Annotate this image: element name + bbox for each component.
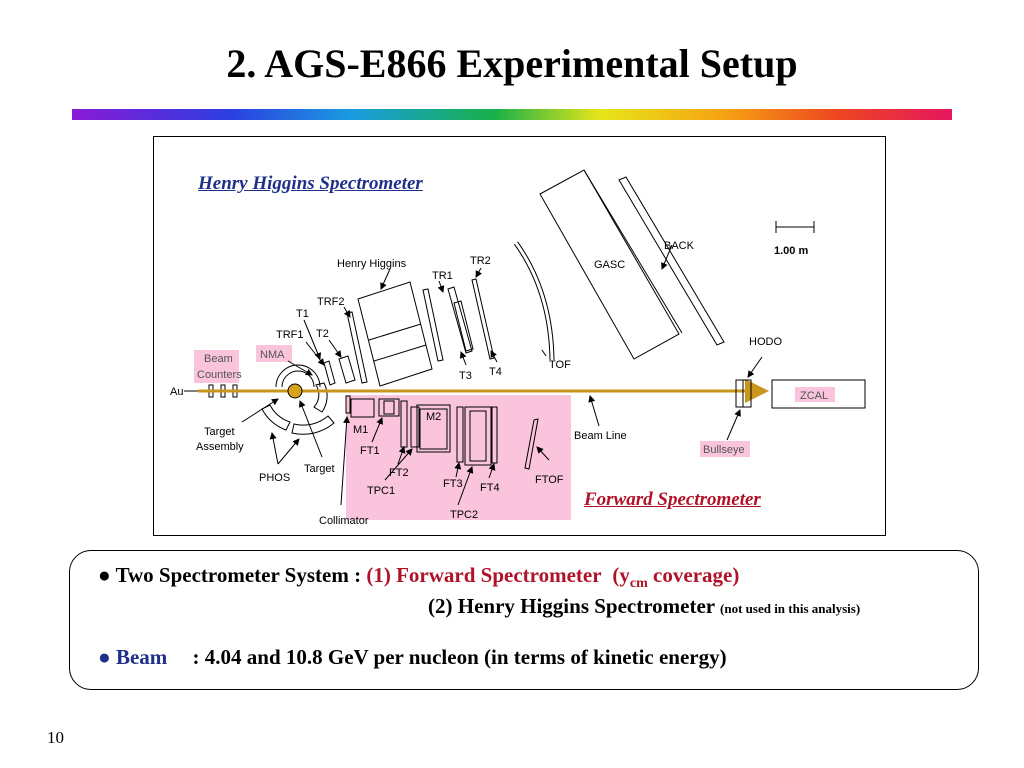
trf1-label: TRF1 xyxy=(276,329,304,341)
t3-label: T3 xyxy=(459,370,472,382)
info-line-spectrometers: ● Two Spectrometer System : (1) Forward … xyxy=(98,563,740,591)
ft1-label: FT1 xyxy=(360,445,380,457)
back-detector xyxy=(618,176,725,346)
tr2-plane xyxy=(471,278,495,360)
hodo-label: HODO xyxy=(749,336,782,348)
ft1-chamber xyxy=(378,398,400,417)
ft4-chamber xyxy=(491,406,498,464)
m2-label: M2 xyxy=(426,411,441,423)
tr2-label: TR2 xyxy=(470,255,491,267)
ycm-subscript: cm xyxy=(629,576,648,591)
beam-label: Beam xyxy=(115,645,168,669)
page-number: 10 xyxy=(47,728,64,747)
experimental-setup-figure: GASC BACK 1.00 m TOF TR2 T4 TR1 T3 Henry… xyxy=(153,136,886,536)
tof-detector xyxy=(513,241,555,361)
henry-higgins-magnet-label: Henry Higgins xyxy=(337,258,407,270)
setup-diagram: GASC BACK 1.00 m TOF TR2 T4 TR1 T3 Henry… xyxy=(170,169,866,527)
gasc-detector xyxy=(539,169,680,360)
ft4-label: FT4 xyxy=(480,482,500,494)
not-used-note: (not used in this analysis) xyxy=(720,601,861,616)
ftof-detector xyxy=(524,418,539,470)
t2-label: T2 xyxy=(316,328,329,340)
forward-spectrometer-highlight xyxy=(346,395,571,520)
beam-counters-label-2: Counters xyxy=(197,369,242,381)
tpc1-label: TPC1 xyxy=(367,485,395,497)
zcal-detector xyxy=(771,379,866,409)
t1-label: T1 xyxy=(296,308,309,320)
collimator xyxy=(345,395,351,414)
bullseye-label: Bullseye xyxy=(703,444,745,456)
tpc2-label: TPC2 xyxy=(450,509,478,521)
beam-energy-text: : 4.04 and 10.8 GeV per nucleon (in term… xyxy=(192,645,727,669)
henry-higgins-magnet xyxy=(357,281,433,387)
target-assembly-label-2: Assembly xyxy=(196,441,244,453)
tpc1-chamber xyxy=(410,406,420,448)
henry-higgins-spectrometer-label: Henry Higgins Spectrometer xyxy=(198,173,423,194)
beam-line-label: Beam Line xyxy=(574,430,627,442)
bullet-icon: ● xyxy=(98,563,111,587)
target-assembly xyxy=(275,364,321,388)
bullet-icon: ● xyxy=(98,645,111,669)
target-dot xyxy=(287,383,303,399)
tr1-plane xyxy=(447,286,473,354)
zcal-highlight xyxy=(795,387,835,402)
scale-label: 1.00 m xyxy=(774,245,808,257)
t4-label: T4 xyxy=(489,366,502,378)
trf1-plane xyxy=(323,360,336,386)
info-line-beam: ● Beam : 4.04 and 10.8 GeV per nucleon (… xyxy=(98,645,727,670)
tof-label: TOF xyxy=(549,359,571,371)
gasc-label: GASC xyxy=(594,259,625,271)
collimator-label: Collimator xyxy=(319,515,369,527)
zcal-label: ZCAL xyxy=(800,390,828,402)
henry-higgins-text: (2) Henry Higgins Spectrometer xyxy=(428,594,715,618)
ftof-label: FTOF xyxy=(535,474,564,486)
nma-label: NMA xyxy=(260,349,285,361)
m1-magnet xyxy=(350,398,375,418)
tpc2-chamber xyxy=(464,406,492,466)
target-label: Target xyxy=(304,463,335,475)
info-line-henry-higgins: (2) Henry Higgins Spectrometer (not used… xyxy=(428,594,860,619)
forward-spectrometer-text: (1) Forward Spectrometer xyxy=(366,563,602,587)
au-label: Au xyxy=(170,386,183,398)
title-rainbow-divider xyxy=(72,109,952,120)
slide-title: 2. AGS-E866 Experimental Setup xyxy=(226,41,798,86)
ft3-chamber xyxy=(456,406,464,463)
info-box: ● Two Spectrometer System : (1) Forward … xyxy=(69,550,979,690)
nma-highlight xyxy=(256,345,292,362)
two-spectrometer-text: Two Spectrometer System : xyxy=(115,563,362,587)
m2-magnet xyxy=(416,404,451,453)
ft3-label: FT3 xyxy=(443,478,463,490)
ycm-prefix: (y xyxy=(612,563,630,587)
beam-counters-label-1: Beam xyxy=(204,353,233,365)
t2-plane xyxy=(338,355,356,384)
beam-counters-highlight xyxy=(194,350,239,383)
ft2-label: FT2 xyxy=(389,467,409,479)
target-assembly-label-1: Target xyxy=(204,426,235,438)
coverage-text: coverage) xyxy=(653,563,740,587)
phos-label: PHOS xyxy=(259,472,290,484)
m1-label: M1 xyxy=(353,424,368,436)
forward-spectrometer-label: Forward Spectrometer xyxy=(584,489,761,510)
tr1-label: TR1 xyxy=(432,270,453,282)
trf2-label: TRF2 xyxy=(317,296,345,308)
back-label: BACK xyxy=(664,240,695,252)
phos-detector xyxy=(261,404,291,431)
bullseye-highlight xyxy=(700,441,750,457)
